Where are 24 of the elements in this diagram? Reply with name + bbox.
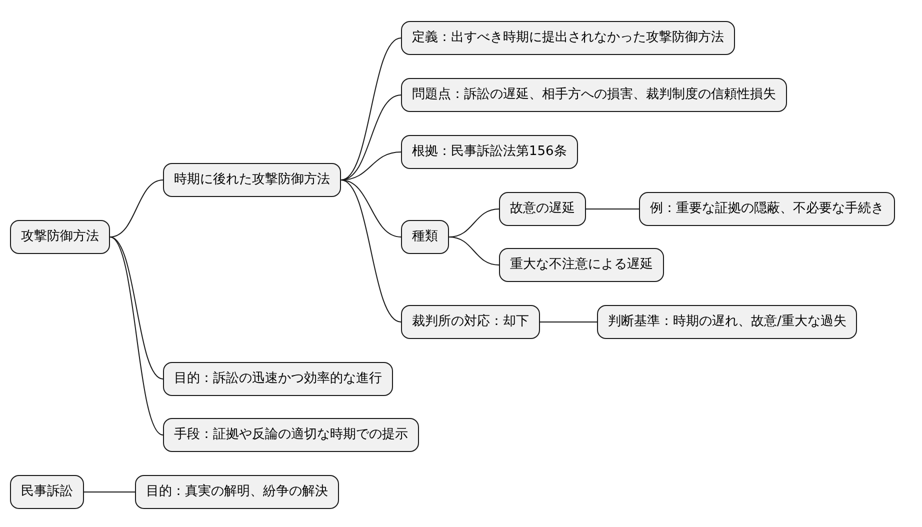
topic-box: 攻撃防御方法 xyxy=(10,220,110,254)
topic-box: 問題点：訴訟の遅延、相手方への損害、裁判制度の信頼性損失 xyxy=(401,78,787,112)
topic-box: 判断基準：時期の遅れ、故意/重大な過失 xyxy=(597,305,858,339)
topic-box: 根拠：民事訴訟法第156条 xyxy=(401,135,578,169)
topic-box: 手段：証拠や反論の適切な時期での提示 xyxy=(163,418,419,452)
connector-line xyxy=(448,236,500,266)
topic-box: 目的：真実の解明、紛争の解決 xyxy=(135,475,339,509)
connector-line xyxy=(110,236,164,380)
topic-box: 定義：出すべき時期に提出されなかった攻撃防御方法 xyxy=(401,21,735,55)
connector-line xyxy=(110,180,164,238)
connector-line xyxy=(340,180,402,322)
topic-box: 目的：訴訟の迅速かつ効率的な進行 xyxy=(163,362,393,396)
connector-line xyxy=(340,94,402,180)
connector-line xyxy=(110,236,164,436)
topic-box: 時期に後れた攻撃防御方法 xyxy=(163,163,341,197)
connector-line xyxy=(340,180,402,238)
topic-box: 種類 xyxy=(401,220,449,254)
connector-line xyxy=(586,208,640,210)
connector-line xyxy=(340,38,402,180)
topic-box: 故意の遅延 xyxy=(499,192,586,226)
topic-box: 重大な不注意による遅延 xyxy=(499,248,664,282)
topic-box: 例：重要な証拠の隠蔽、不必要な手続き xyxy=(639,192,895,226)
topic-box: 民事訴訟 xyxy=(10,475,84,509)
topic-box: 裁判所の対応：却下 xyxy=(401,305,540,339)
